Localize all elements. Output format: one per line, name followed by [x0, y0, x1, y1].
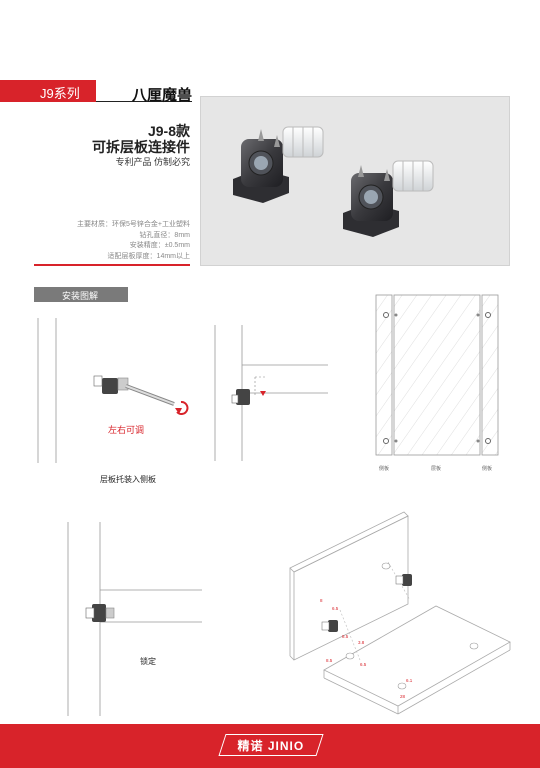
- product-line-title: 八厘魔兽: [132, 87, 193, 104]
- spec-board-thickness: 适配层板厚度：14mm以上: [107, 252, 190, 260]
- product-photo: [200, 96, 510, 266]
- install-section-header: 安装图解: [34, 287, 128, 302]
- label-shelf: 层板: [431, 466, 442, 472]
- series-tab: J9系列: [0, 80, 96, 102]
- insert-caption: 层板托装入侧板: [100, 475, 156, 484]
- brand-logo: 精诺 JINIO: [218, 734, 324, 756]
- adjust-caption: 左右可调: [108, 425, 145, 435]
- connector-sketch: [93, 375, 129, 394]
- spec-precision: 安装精度：±0.5mm: [129, 242, 190, 249]
- dim-label-5: 6.5: [360, 662, 367, 667]
- spec-underline: [34, 264, 190, 266]
- dim-label-0: 8: [320, 598, 323, 603]
- product-model: J9-8款: [147, 123, 190, 139]
- connector-photo-illustration: [233, 126, 434, 237]
- connector-left: [233, 126, 324, 203]
- diagram-shelf-elevation: [375, 294, 499, 456]
- dim-label-2: 8.5: [342, 634, 349, 639]
- spec-list: 主要材质：环保5号锌合金+工业塑料 钻孔直径：8mm 安装精度：±0.5mm 适…: [77, 220, 190, 262]
- brand-name: 精诺 JINIO: [237, 739, 305, 753]
- header-underline: [96, 101, 192, 102]
- dim-label-3: 3.8: [358, 640, 365, 645]
- spec-material: 主要材质：环保5号锌合金+工业塑料: [77, 221, 190, 228]
- diagram-adjust: [37, 318, 189, 463]
- dim-label-7: 28: [400, 694, 406, 699]
- rotate-arrow-icon: [175, 401, 189, 415]
- dim-label-6: 6.1: [406, 678, 413, 683]
- series-label: J9系列: [40, 86, 80, 101]
- diagram-exploded-isometric: 8 6.5 8.5 3.8 8.5 6.5 6.1 28: [289, 511, 511, 715]
- connector-right: [343, 160, 434, 237]
- spec-drill-diameter: 钻孔直径：8mm: [139, 231, 190, 239]
- label-side-right: 侧板: [482, 466, 493, 472]
- dim-label-1: 6.5: [332, 606, 339, 611]
- dim-label-4: 8.5: [326, 658, 333, 663]
- product-name: 可拆层板连接件: [92, 139, 190, 155]
- lock-caption: 锁定: [140, 657, 156, 666]
- install-section-title: 安装图解: [62, 291, 99, 301]
- diagram-insert: [214, 325, 328, 461]
- screwdriver-icon: [125, 384, 175, 406]
- footer-bar: 精诺 JINIO: [0, 724, 540, 768]
- label-side-left: 侧板: [379, 466, 390, 472]
- diagram-lock: [67, 522, 202, 716]
- patent-note: 专利产品 仿制必究: [115, 157, 190, 167]
